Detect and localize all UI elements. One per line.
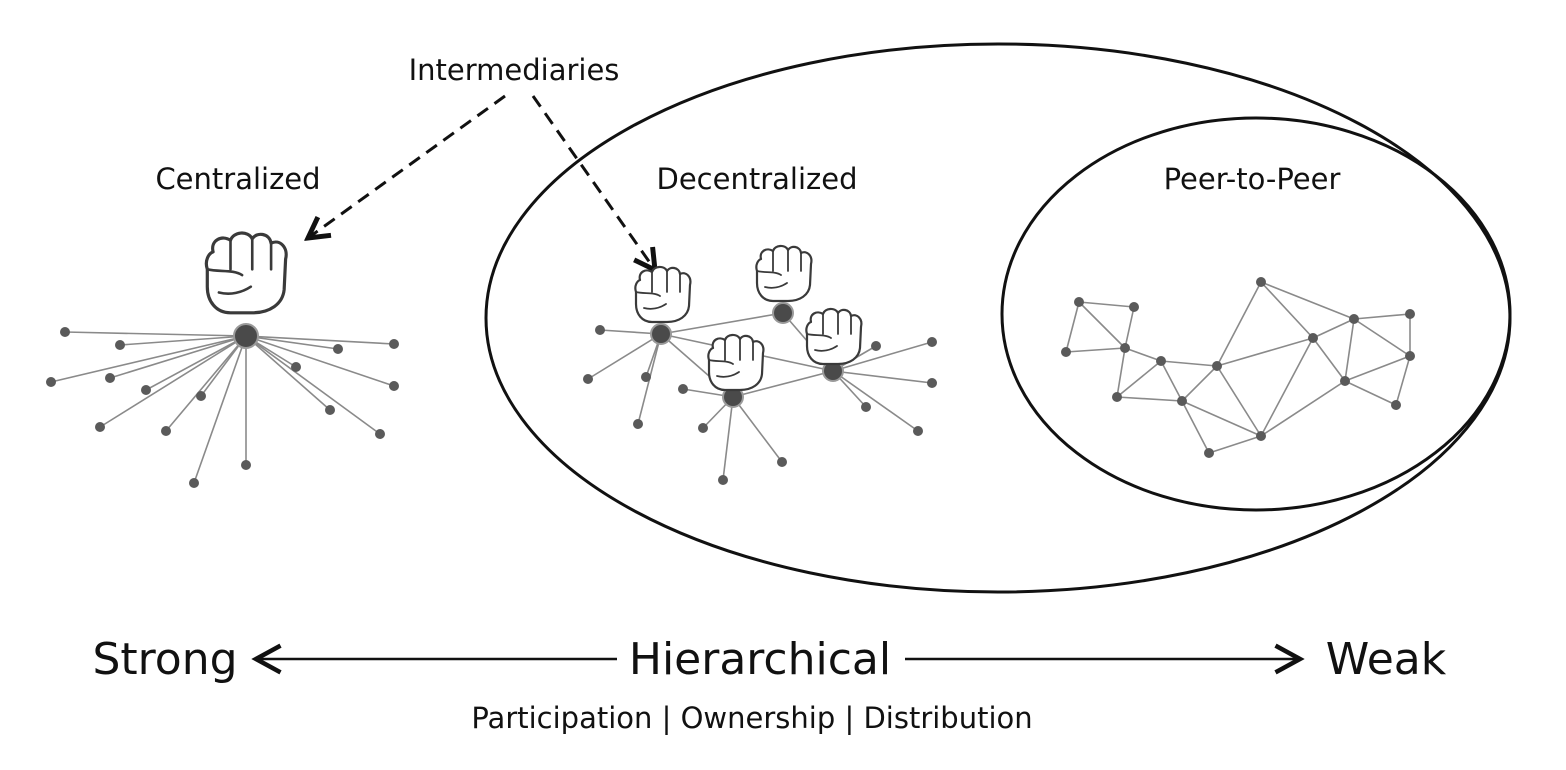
- centralized-title: Centralized: [155, 162, 320, 196]
- centralized-hub-node: [233, 323, 259, 349]
- strong-label: Strong: [92, 634, 237, 685]
- centralized-network: [46, 231, 399, 488]
- peer-to-peer-network: [1061, 277, 1415, 458]
- fist-icon: [204, 231, 288, 315]
- peer-to-peer-edges: [1065, 281, 1411, 454]
- intermediaries-label: Intermediaries: [409, 53, 620, 87]
- decentralized-network: [583, 244, 937, 485]
- centralized-nodes: [46, 327, 399, 488]
- spectrum-subtitle: Participation | Ownership | Distribution: [471, 701, 1032, 735]
- intermediaries-arrow-decentralized: [531, 95, 655, 270]
- fist-icon: [707, 333, 765, 392]
- hierarchical-label: Hierarchical: [629, 634, 891, 685]
- peer-to-peer-boundary: [1000, 116, 1512, 512]
- centralized-edges: [50, 331, 395, 484]
- intermediaries-arrow-centralized: [308, 94, 506, 238]
- decentralized-title: Decentralized: [657, 162, 858, 196]
- weak-label: Weak: [1326, 634, 1447, 685]
- decentralized-nodes: [583, 325, 937, 485]
- fist-icon: [755, 244, 813, 303]
- peer-to-peer-nodes: [1061, 277, 1415, 458]
- decentralized-hub-node: [772, 302, 794, 324]
- fist-icon: [805, 307, 863, 366]
- fist-icon: [634, 265, 692, 324]
- decentralized-edges: [587, 312, 933, 481]
- decentralized-hub-node: [650, 323, 672, 345]
- peer-to-peer-title: Peer-to-Peer: [1164, 162, 1341, 196]
